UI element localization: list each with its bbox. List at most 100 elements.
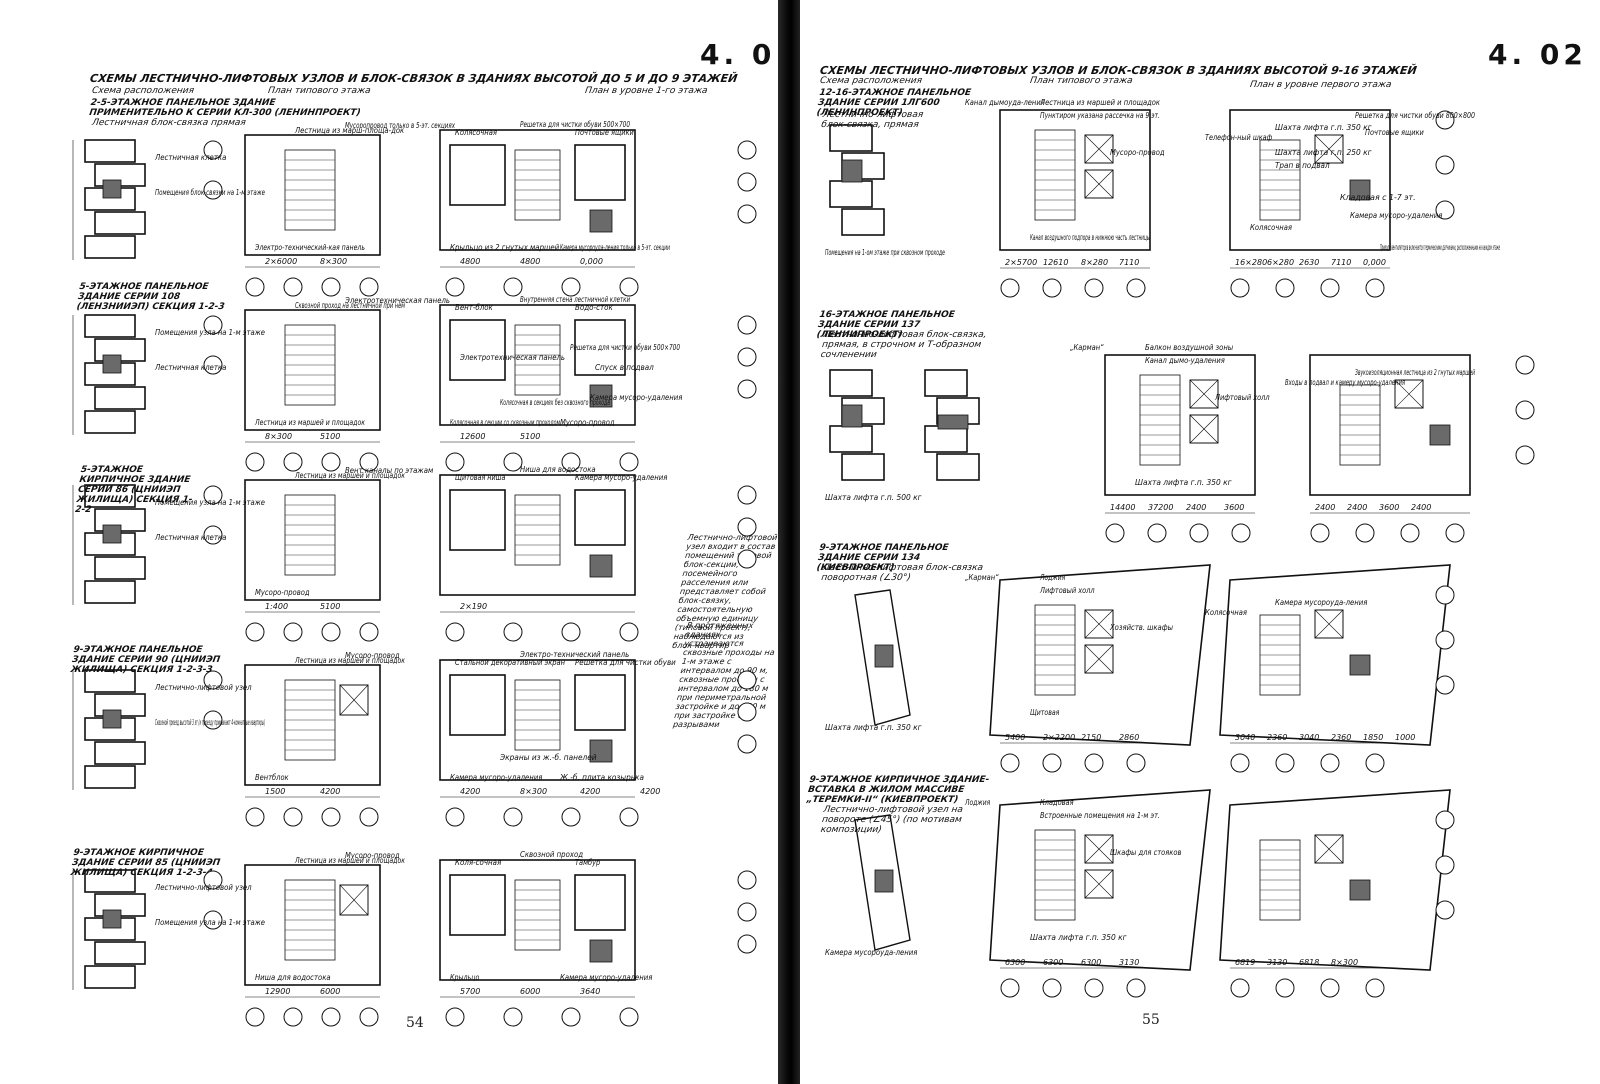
plan-label: Мусоро-провод — [560, 418, 615, 427]
ground-chute — [1349, 879, 1371, 901]
plan-label: Электротехническая панель — [459, 353, 565, 362]
axis-bubble — [283, 277, 303, 297]
dimension-label: 16×280 — [1235, 258, 1267, 267]
axis-bubble — [1435, 155, 1455, 175]
typical-plan-outline — [244, 309, 381, 431]
plan-label: Колясочная в секции со сквозным проходом — [450, 418, 560, 427]
plan-label: Лестнично-лифтовой узел — [154, 883, 251, 892]
plan-label: Лестничная клетка — [154, 363, 226, 372]
plan-label: Балкон воздушной зоны — [1145, 343, 1233, 352]
scheme-block — [936, 453, 980, 481]
dimension-label: 2360 — [1267, 733, 1287, 742]
dimension-label: 2400 — [1411, 503, 1431, 512]
plan-label: Лестнично-лифтовой узел — [154, 683, 251, 692]
plan-label: Шахта лифта г.п. 500 кг — [825, 493, 922, 502]
plan-label: „Карман“ — [1070, 343, 1104, 352]
dimension-label: 5400 — [1005, 733, 1025, 742]
scheme-block — [84, 484, 136, 508]
axis-bubble — [1435, 110, 1455, 130]
ground-chute — [589, 554, 613, 578]
plan-label: Сквозной проход — [520, 850, 583, 859]
typical-lift — [1084, 609, 1114, 639]
plan-label: Решетка для чистки обуви 800×800 — [1355, 111, 1475, 120]
scheme-block — [841, 208, 885, 236]
axis-bubble — [1445, 523, 1465, 543]
ground-stair — [514, 679, 561, 751]
axis-bubble — [737, 379, 757, 399]
axis-bubble — [737, 670, 757, 690]
typical-lift-cross — [339, 884, 369, 916]
plan-label: Мусоро-провод — [255, 588, 310, 597]
scheme-block — [829, 124, 873, 152]
dimension-label: 8×300 — [320, 257, 347, 266]
axis-bubble — [1231, 523, 1251, 543]
plan-label: Решетка для чистки обуви — [575, 658, 676, 667]
dimension-label: 12600 — [460, 432, 485, 441]
dimension-label: 37200 — [1148, 503, 1173, 512]
scheme-block — [84, 410, 136, 434]
dimension-label: 12610 — [1043, 258, 1068, 267]
typical-lift-cross — [1084, 644, 1114, 674]
plan-label: Мусоро-провод — [1110, 148, 1165, 157]
plan-label: Экраны из ж.-б. панелей — [499, 753, 597, 762]
plan-label: Крыльцо из 2 гнутых маршей — [450, 243, 559, 252]
axis-bubble — [245, 807, 265, 827]
axis-bubble — [321, 807, 341, 827]
plan-label: Шахта лифта г.п. 350 кг — [1135, 478, 1232, 487]
axis-bubble — [1320, 978, 1340, 998]
ground-lift-cross — [1314, 834, 1344, 864]
plan-label: Колясочная — [1205, 608, 1247, 617]
axis-bubble — [445, 807, 465, 827]
plan-label: Помещения на 1-ом этаже при сквозном про… — [825, 248, 945, 257]
plan-label: Колясочная в секциях без сквозного прохо… — [500, 398, 610, 407]
dimension-label: 7110 — [1331, 258, 1351, 267]
dimension-label: 1500 — [265, 787, 285, 796]
axis-bubble — [737, 172, 757, 192]
axis-bubble — [737, 549, 757, 569]
ground-lift-cross — [1314, 134, 1344, 164]
axis-bubble — [283, 1007, 303, 1027]
plan-label: Лестничная клетка — [154, 533, 226, 542]
ground-lift-cross — [1394, 379, 1424, 409]
dimension-label: 5100 — [320, 602, 340, 611]
plan-label: Камера мусоро-удаления — [450, 773, 543, 782]
plan-label: Трап в подвал — [1275, 161, 1330, 170]
scheme-block — [84, 965, 136, 989]
dimension-label: 14400 — [1110, 503, 1135, 512]
axis-bubble — [503, 1007, 523, 1027]
ground-room — [449, 489, 506, 551]
typical-lift — [1189, 414, 1219, 444]
typical-lift — [1084, 644, 1114, 674]
plan-label: Камера мусороуда-ления только в 5-эт. се… — [560, 243, 670, 252]
scheme-core — [937, 414, 969, 430]
ground-room — [574, 144, 626, 201]
axis-bubble — [503, 452, 523, 472]
ground-stair — [514, 324, 561, 396]
plan-label: Камера мусоро-удаления — [560, 973, 653, 982]
axis-bubble — [1365, 978, 1385, 998]
dimension-label: 3040 — [1299, 733, 1319, 742]
plan-label: Сквозной проезд высотой 3 эт (к проезду … — [155, 718, 265, 727]
typical-lift-cross — [1084, 609, 1114, 639]
dimension-label: 4800 — [460, 257, 480, 266]
plan-label: Камера мусоро-удаления — [590, 393, 683, 402]
typical-plan-outline — [244, 864, 381, 986]
plan-label: Колясочная — [455, 128, 497, 137]
plan-label: Лестница из марш-площа-док — [294, 126, 404, 135]
plan-label: Крыльцо — [450, 973, 479, 982]
plan-label: Телефон-ный шкаф — [1205, 133, 1272, 142]
scheme-block — [84, 139, 136, 163]
axis-bubble — [619, 622, 639, 642]
dimension-label: 4200 — [320, 787, 340, 796]
plan-label: Вент-блок — [455, 303, 493, 312]
axis-bubble — [1230, 978, 1250, 998]
typical-lift-cross — [1084, 169, 1114, 199]
axis-bubble — [737, 702, 757, 722]
ground-chute — [1349, 179, 1371, 201]
axis-bubble — [561, 452, 581, 472]
dimension-label: 7110 — [1119, 258, 1139, 267]
ground-plan-outline — [439, 304, 636, 426]
dimension-label: 3600 — [1224, 503, 1244, 512]
axis-bubble — [737, 870, 757, 890]
scheme-rotated-block — [854, 589, 911, 726]
